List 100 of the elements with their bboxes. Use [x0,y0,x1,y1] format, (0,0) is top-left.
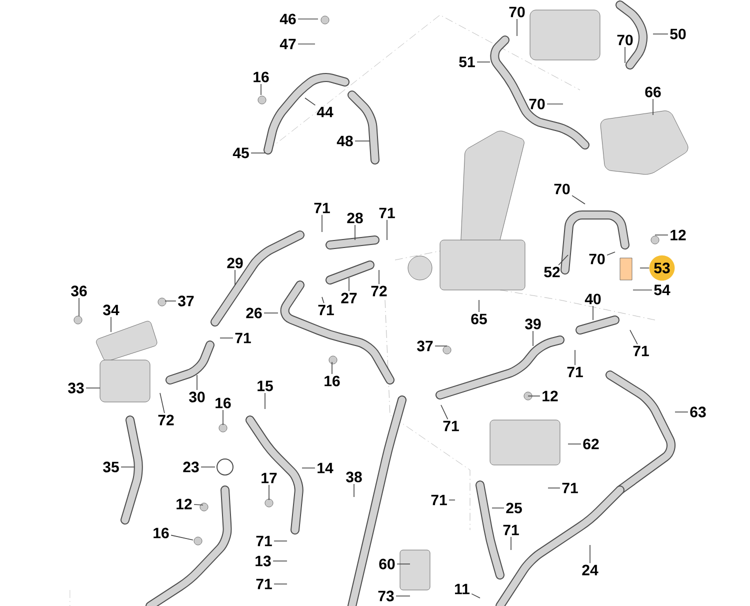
callout-number: 62 [583,438,599,450]
callout-number: 71 [256,536,272,546]
callout-number: 71 [562,482,578,494]
callout-number: 48 [336,136,353,146]
leader-line [170,534,194,540]
callout-number: 23 [183,462,199,472]
callout-number: 24 [582,564,598,576]
callout-number: 29 [227,258,243,268]
callout-number: 17 [262,472,277,484]
callout-number: 39 [525,318,541,330]
callout-number: 71 [567,366,583,378]
leader-line [250,152,266,154]
leader-line [348,278,350,292]
leader-line [274,540,288,542]
leader-line [516,18,518,36]
callout-number: 26 [246,308,262,318]
callout-number: 70 [529,98,545,110]
callout-number: 25 [506,502,522,514]
callout-number: 71 [503,524,519,536]
callout-number: 70 [589,254,605,264]
callout-number: 71 [443,420,459,432]
callout-number: 16 [216,398,231,408]
leader-line [200,466,216,468]
callout-number: 30 [189,392,205,402]
callout-number: 35 [103,462,119,472]
callout-number: 71 [235,332,251,344]
callout-number: 70 [509,6,525,18]
leader-line [606,252,616,256]
callout-number: 60 [379,558,395,570]
leader-line [654,234,668,236]
leader-line [234,270,236,286]
callout-number: 63 [690,406,706,418]
callout-number: 47 [280,38,296,50]
callout-number: 70 [617,34,633,46]
leader-line [160,392,165,414]
callout-number: 34 [103,304,120,316]
callout-number: 16 [254,72,269,82]
callout-number: 50 [670,28,686,40]
callout-number: 53 [649,255,675,281]
callout-number: 71 [379,208,395,218]
leader-line [532,330,534,346]
callout-number: 40 [584,294,601,304]
leader-line [652,98,654,116]
callout-number: 38 [346,472,362,482]
leader-line [378,270,380,284]
leader-line [574,350,576,366]
callout-number: 16 [154,528,169,538]
leader-line [440,404,448,420]
callout-number: 13 [256,556,271,566]
leader-line [592,306,594,320]
callout-number: 71 [256,578,272,590]
callout-number: 72 [158,414,174,426]
callout-number: 71 [314,202,330,214]
callout-number: 27 [341,292,357,304]
callout-number: 72 [371,286,387,296]
leader-line [630,330,638,345]
callout-number: 54 [654,284,670,296]
callout-number: 71 [431,494,447,506]
leader-line [510,536,512,550]
callout-number: 71 [633,346,649,356]
leader-line [272,560,288,562]
callout-number: 73 [378,590,394,602]
leader-line [264,392,266,410]
leader-line [196,374,198,390]
leader-line [322,296,324,304]
callout-number: 66 [645,86,661,98]
callout-number: 45 [232,148,249,158]
leader-line [624,46,626,64]
callout-number: 37 [178,296,194,306]
callout-number: 15 [258,380,273,392]
leader-line [222,410,224,426]
leader-line [268,484,270,500]
leader-line [164,300,176,302]
callout-number: 28 [347,212,363,224]
leader-line [354,140,370,142]
leader-line [264,312,278,314]
callout-number: 12 [542,390,558,402]
callout-number: 37 [417,340,433,352]
leader-line [110,316,112,332]
callout-number: 70 [554,184,570,194]
callout-number: 51 [459,56,475,68]
leader-line [471,593,480,598]
leader-line [304,98,316,106]
leader-line [478,300,480,312]
leader-line [78,298,80,316]
callout-number: 12 [176,498,192,510]
callout-number: 11 [455,584,470,594]
leader-line [194,504,204,506]
leader-line [120,466,134,468]
callout-number: 52 [544,266,560,278]
leader-line [298,18,318,20]
leader-line [558,254,568,266]
callout-number: 46 [280,14,296,24]
leader-line [572,195,586,204]
leader-line [260,84,262,96]
callout-number: 14 [318,462,334,474]
callout-number: 44 [316,106,334,118]
callout-number: 65 [471,314,487,324]
callout-number: 12 [670,230,686,240]
callout-number: 16 [324,376,340,386]
